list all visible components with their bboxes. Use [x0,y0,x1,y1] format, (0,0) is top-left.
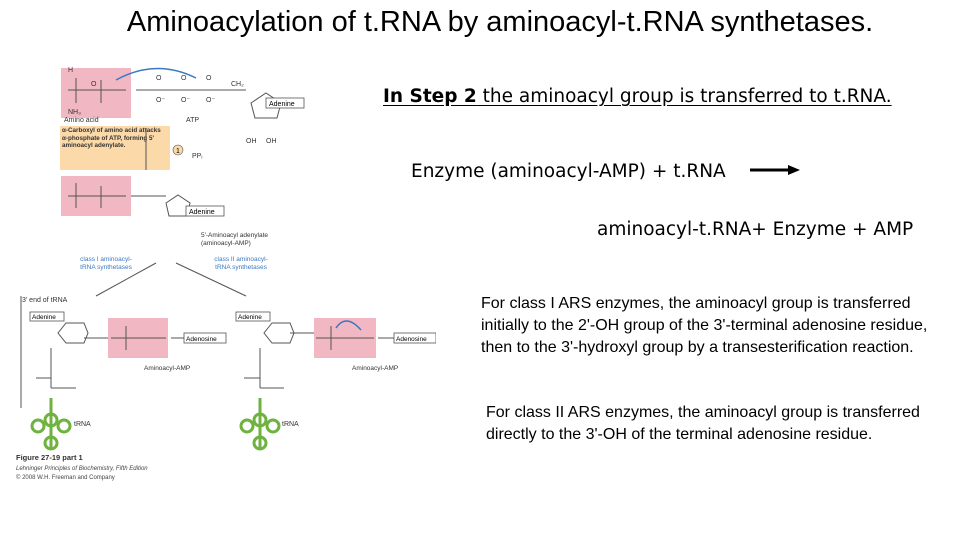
adenine-label-3: Adenine [32,314,56,321]
adenine-label-2: Adenine [189,209,215,216]
svg-text:O: O [181,75,187,82]
class-two-description: For class II ARS enzymes, the aminoacyl … [486,404,920,443]
svg-text:O: O [156,75,162,82]
figure-caption-copyright: © 2008 W.H. Freeman and Company [16,474,115,481]
attack-arrow-icon [115,67,197,81]
step-two-heading: In Step 2 the aminoacyl group is transfe… [383,86,892,107]
atp-label: ATP [186,117,199,124]
figure-caption-title: Figure 27-19 part 1 [16,453,83,462]
adenosine-label-2: Adenosine [396,336,427,343]
trna-right-icon [239,398,281,451]
step-number: 1 [176,148,180,155]
slide-title: Aminoacylation of t.RNA by aminoacyl-t.R… [126,6,874,38]
svg-text:O⁻: O⁻ [156,97,165,104]
intermediate-label: 5'-Aminoacyl adenylate (aminoacyl-AMP) [201,232,268,247]
trna-left-icon [30,398,72,451]
step-description: the aminoacyl group is transferred to t.… [476,86,892,107]
adenine-label: Adenine [269,101,295,108]
class-two-label: class II aminoacyl-tRNA synthetases [214,256,268,271]
equation-products: aminoacyl-t.RNA+ Enzyme + AMP [597,219,914,240]
class-one-description: For class I ARS enzymes, the aminoacyl g… [481,295,928,356]
class-one-label: class I aminoacyl-tRNA synthetases [80,256,132,271]
step-note-box [60,126,170,170]
aminoacyl-amp-label: Aminoacyl-AMP [144,365,190,372]
amino-acid-highlight [61,68,131,118]
transfer-arrow-icon [335,320,362,331]
svg-text:NH₃: NH₃ [68,109,81,116]
svg-text:O⁻: O⁻ [206,97,215,104]
aminoacyl-amp-label-2: Aminoacyl-AMP [352,365,398,372]
svg-text:CH₂: CH₂ [231,81,244,88]
step-note: α-Carboxyl of amino acid attacks α-phosp… [62,127,161,149]
reaction-arrow-icon [750,165,800,175]
equation-reactants: Enzyme (aminoacyl-AMP) + t.RNA [411,161,726,182]
svg-text:O: O [91,81,97,88]
svg-text:O: O [206,75,212,82]
ppi-label: PPᵢ [192,153,202,160]
trna-right-label: tRNA [282,421,299,428]
svg-text:OH: OH [266,138,277,145]
aminoacylation-figure: H NH₃ O O O O O⁻ O⁻ O⁻ CH₂ OH OH Adenine Amino a… [16,67,436,481]
svg-text:H: H [68,67,73,74]
step-number-badge [172,144,184,156]
step-label: In Step 2 [383,86,477,107]
adenine-label-4: Adenine [238,314,262,321]
adenosine-label: Adenosine [186,336,217,343]
svg-text:O⁻: O⁻ [181,97,190,104]
amino-acid-label: Amino acid [64,117,99,124]
trna-left-label: tRNA [74,421,91,428]
figure-caption-book: Lehninger Principles of Biochemistry, Fi… [16,466,148,472]
svg-text:OH: OH [246,138,257,145]
trna-end-label: 3' end of tRNA [22,297,68,304]
